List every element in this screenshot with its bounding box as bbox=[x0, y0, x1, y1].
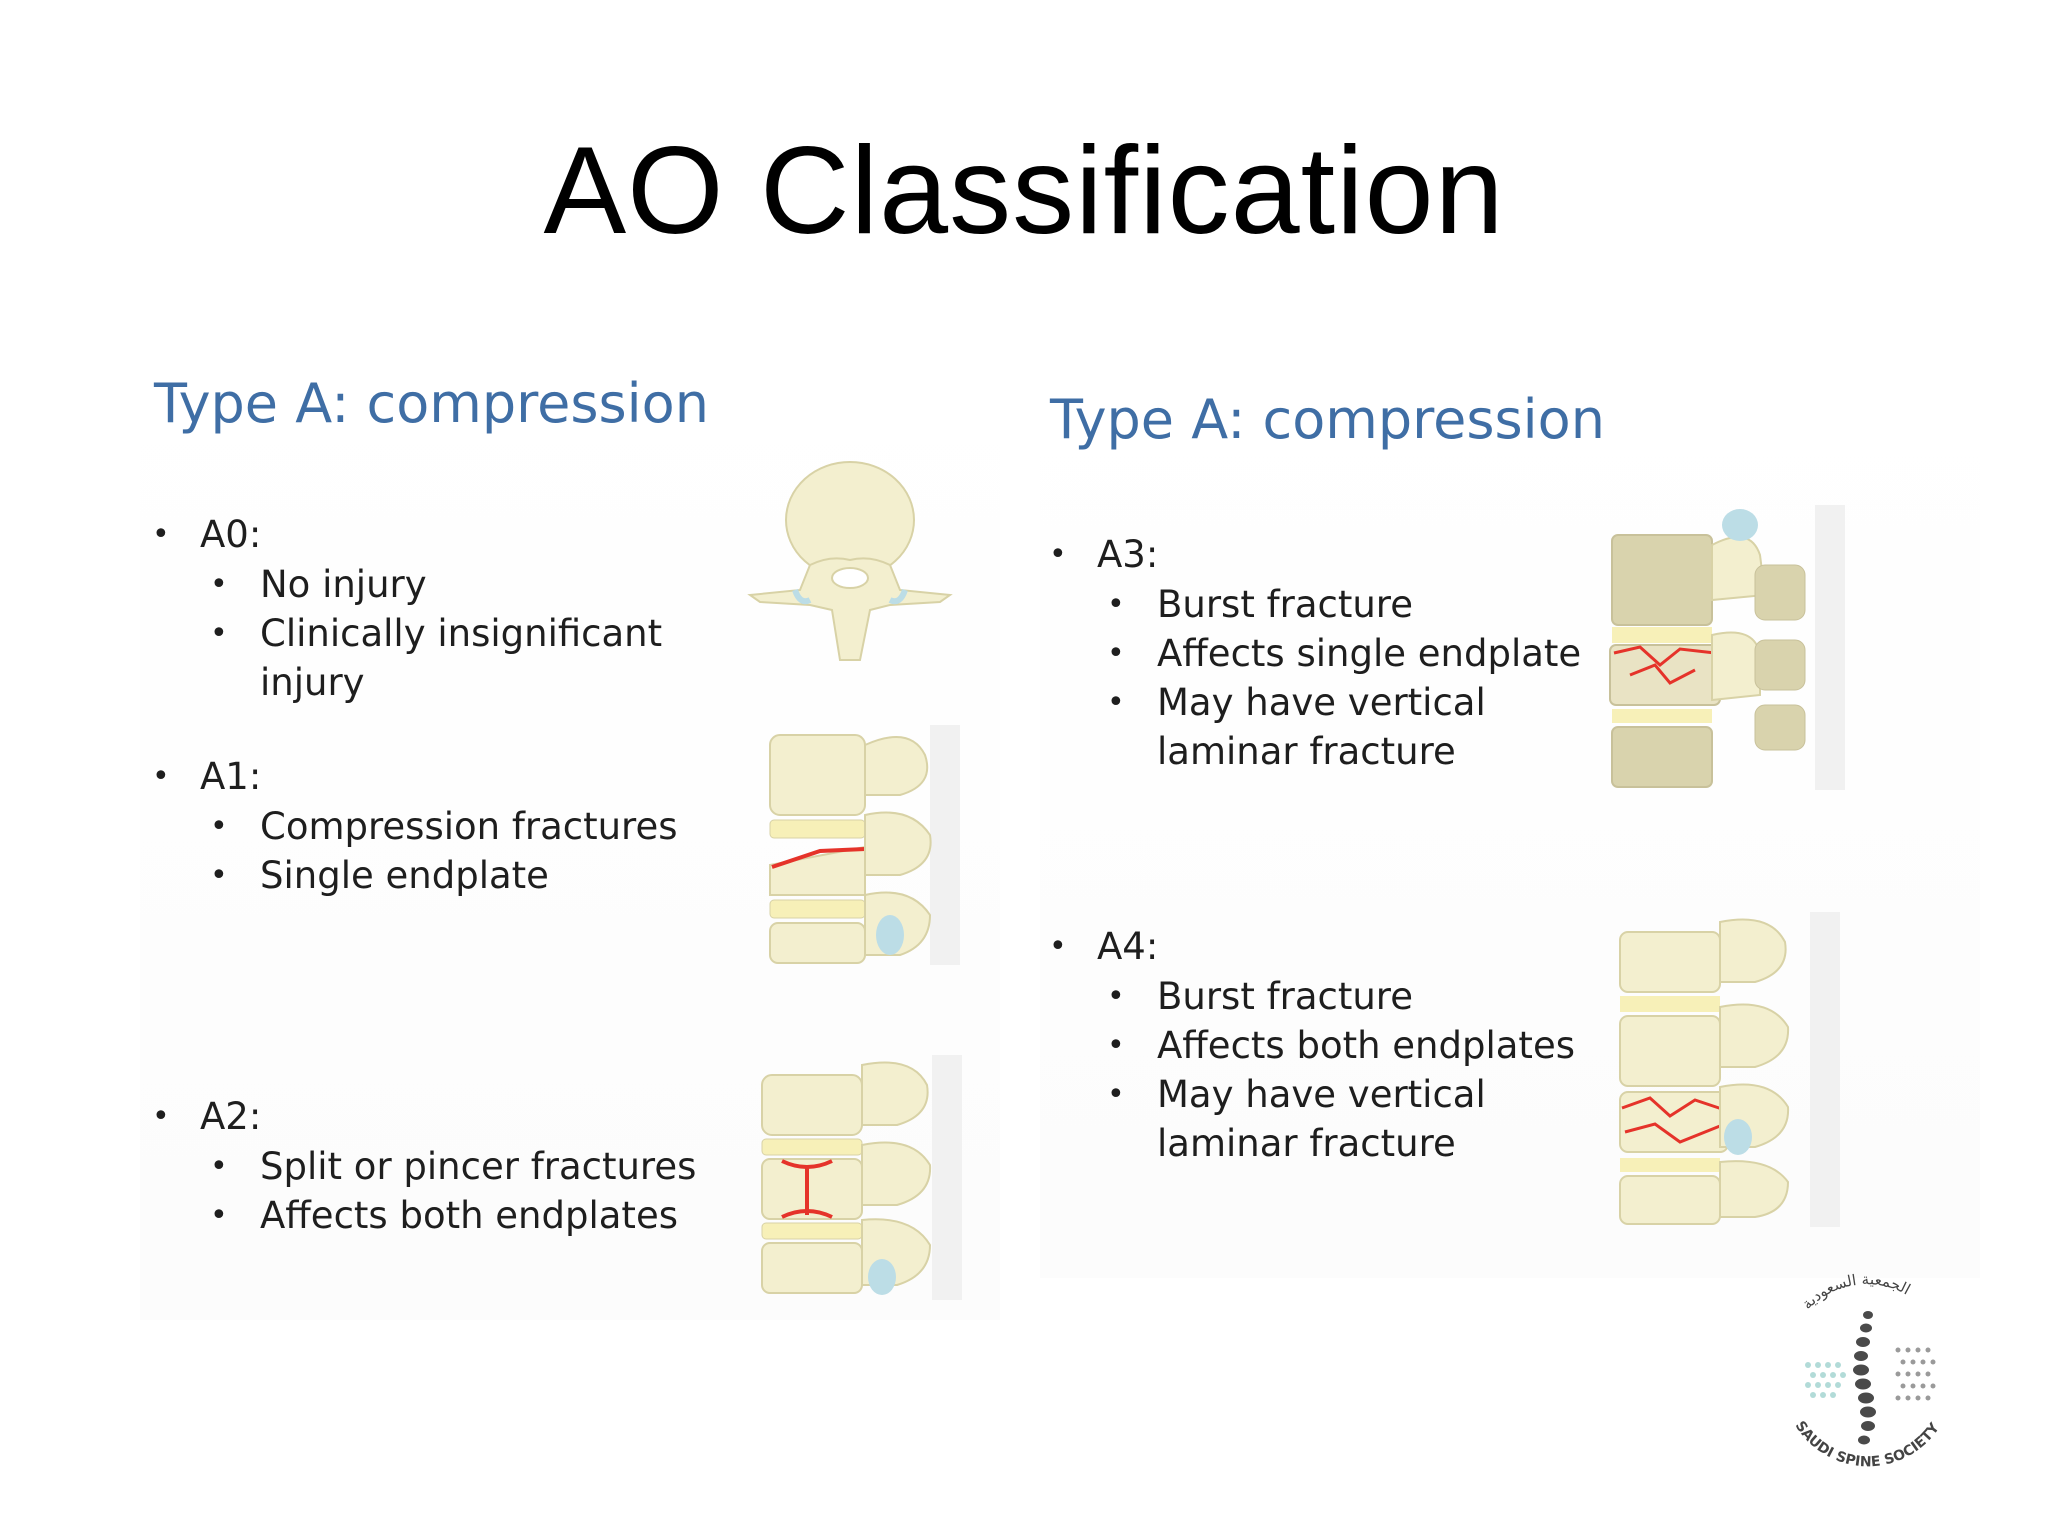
list-item: Affects single endplate bbox=[1037, 629, 1637, 678]
a0-vertebra-axial-illustration bbox=[747, 461, 953, 661]
group-a4: A4: Burst fracture Affects both endplate… bbox=[1037, 922, 1637, 1168]
list-item: Split or pincer fractures bbox=[140, 1142, 780, 1191]
left-panel-heading: Type A: compression bbox=[154, 372, 709, 435]
slide-title: AO Classification bbox=[543, 122, 1505, 260]
list-item: Affects both endplates bbox=[1037, 1021, 1637, 1070]
list-item: Compression fractures bbox=[140, 802, 760, 851]
group-code: A1: bbox=[140, 752, 760, 802]
a2-vertebra-lateral-illustration bbox=[761, 1055, 962, 1300]
list-item: Affects both endplates bbox=[140, 1191, 780, 1240]
right-panel-heading: Type A: compression bbox=[1050, 388, 1605, 451]
group-code: A0: bbox=[140, 510, 760, 560]
group-code: A4: bbox=[1037, 922, 1637, 972]
list-item: Burst fracture bbox=[1037, 580, 1637, 629]
group-code: A3: bbox=[1037, 530, 1637, 580]
group-a1: A1: Compression fractures Single endplat… bbox=[140, 752, 760, 900]
list-item: Single endplate bbox=[140, 851, 760, 900]
saudi-spine-society-logo: الجمعية السعودية SAUDI SPINE SOCIETY bbox=[1792, 1270, 1951, 1470]
group-code: A2: bbox=[140, 1092, 780, 1142]
group-a3: A3: Burst fracture Affects single endpla… bbox=[1037, 530, 1637, 776]
a3-burst-fracture-illustration bbox=[1609, 505, 1845, 790]
a1-vertebra-lateral-illustration bbox=[769, 725, 960, 965]
group-a0: A0: No injury Clinically insignificant i… bbox=[140, 510, 760, 707]
logo-arabic-text: الجمعية السعودية bbox=[1798, 1270, 1913, 1313]
list-item: Clinically insignificant injury bbox=[140, 609, 700, 707]
list-item: May have vertical laminar fracture bbox=[1037, 1070, 1507, 1168]
a4-burst-fracture-illustration bbox=[1619, 912, 1840, 1227]
group-a2: A2: Split or pincer fractures Affects bo… bbox=[140, 1092, 780, 1240]
list-item: Burst fracture bbox=[1037, 972, 1637, 1021]
list-item: May have vertical laminar fracture bbox=[1037, 678, 1507, 776]
list-item: No injury bbox=[140, 560, 760, 609]
